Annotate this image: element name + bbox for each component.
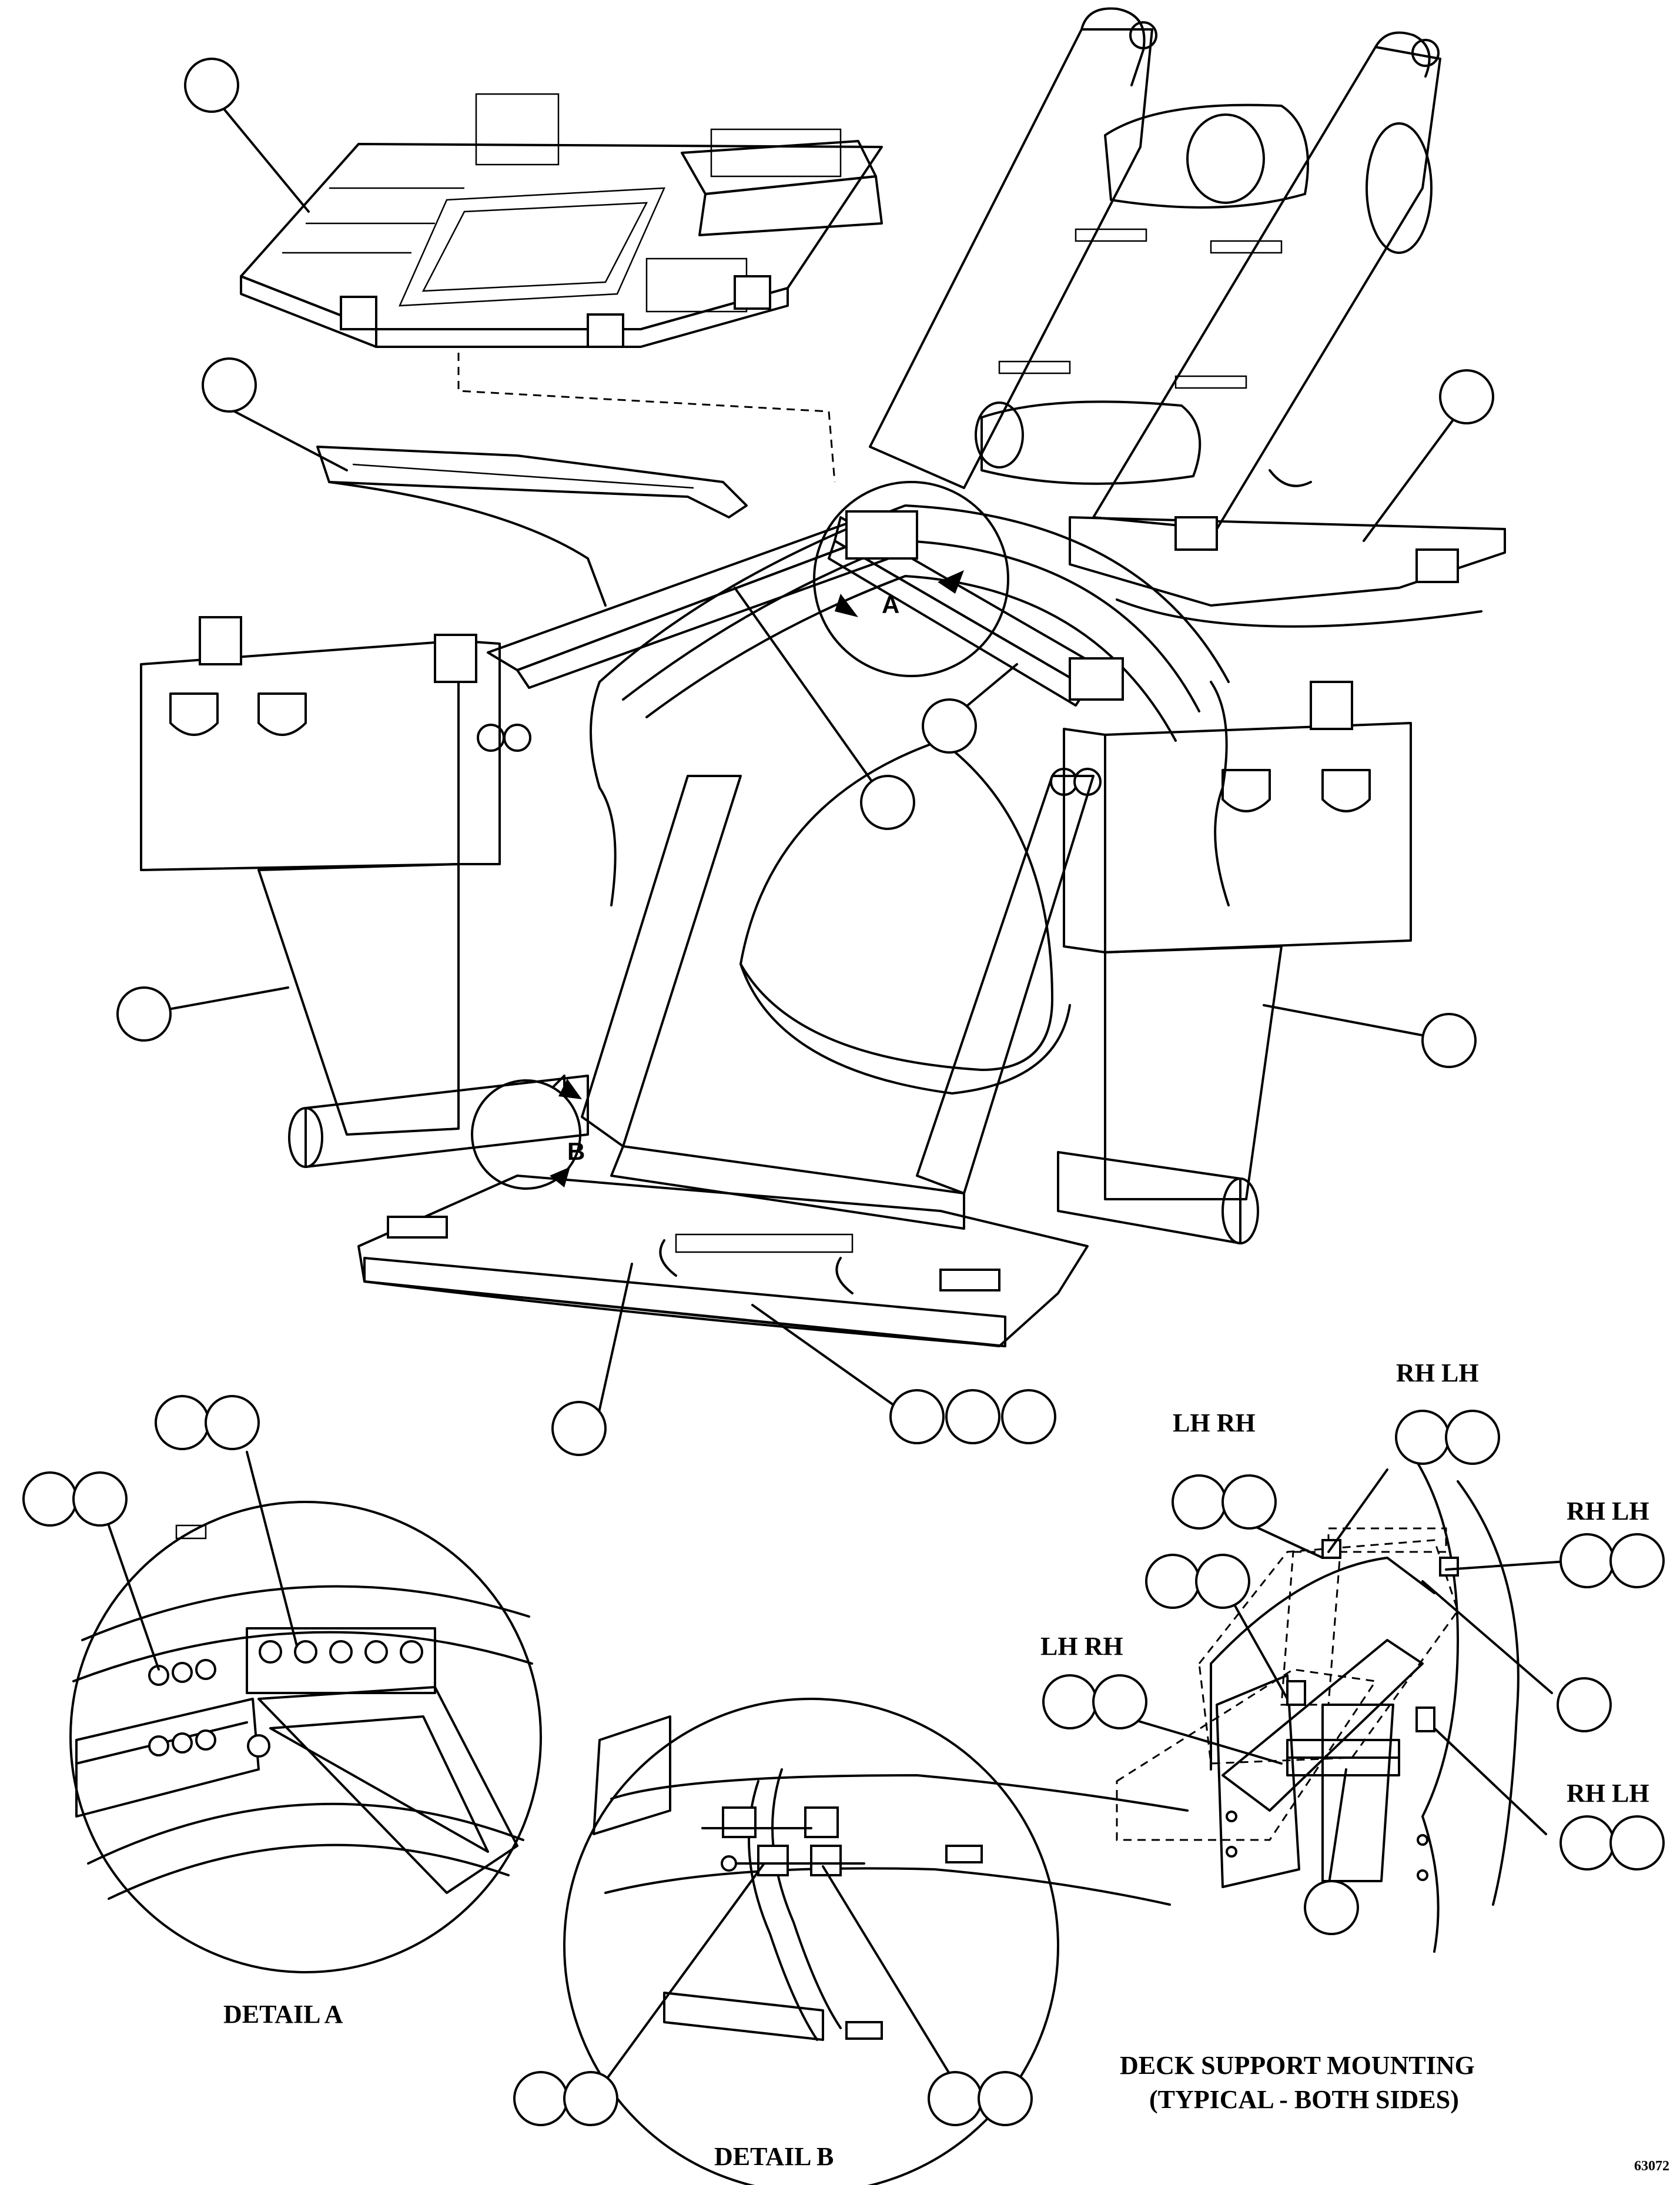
callout-detail-b-1 [513,2071,568,2126]
callout-detail-a-2 [72,1471,128,1527]
callout-deck-9 [1557,1677,1612,1732]
arrow-b2 [550,1167,570,1187]
arrow-a2 [938,570,964,594]
detail-a-marker [813,481,1009,677]
callout-detail-b-4 [978,2071,1033,2126]
detail-a-view [22,1395,542,1973]
deck-plate-leader-dashed [457,353,836,483]
arrow-a1 [835,594,858,617]
callout-left-tower [116,986,172,1042]
detail-b-marker [471,1079,581,1190]
deck-caption-line2: (TYPICAL - BOTH SIDES) [1149,2085,1459,2114]
detail-a-letter: A [882,591,900,618]
arrow-b1 [558,1079,582,1099]
detail-b-caption: DETAIL B [714,2142,834,2171]
leader-lines [158,93,1465,1424]
callout-detail-b-2 [563,2071,618,2126]
callout-bolt-1 [889,1389,945,1444]
callout-bolt-3 [1001,1389,1056,1444]
side-label-top: RH LH [1396,1358,1479,1387]
right-tower [1063,681,1412,1200]
callout-deck-1 [1395,1410,1450,1465]
deck-support-mounting-view [1042,1410,1665,1953]
callout-right-support [1439,369,1494,424]
detail-b-view [513,1698,1189,2185]
callout-detail-a-3 [155,1395,210,1450]
callout-deck-5 [1559,1533,1615,1588]
callout-deck-6 [1609,1533,1665,1588]
lower-frame [288,775,1259,1347]
deck-caption-line1: DECK SUPPORT MOUNTING [1120,2051,1475,2080]
callout-deck-plate [184,58,239,113]
figure-code: 63072 [1634,2159,1669,2174]
callout-frame-ring [860,775,915,830]
deck-support-left [316,446,748,607]
loader-arm-frame [869,7,1441,530]
callout-deck-4 [1221,1474,1277,1530]
detail-b-letter: B [567,1137,585,1165]
callout-detail-a-4 [205,1395,260,1450]
side-label-right-upper: RH LH [1567,1497,1649,1525]
side-label-middle-left: LH RH [1040,1632,1123,1661]
callout-right-tower [1421,1013,1477,1068]
callout-detail-a-1 [22,1471,78,1527]
callout-deck-12 [1559,1815,1615,1871]
side-label-upper-left: LH RH [1173,1408,1256,1437]
main-frame [477,504,1230,1095]
callout-bubbles-main [116,58,1494,1456]
callout-left-support [202,357,257,413]
callout-deck-2 [1445,1410,1500,1465]
callout-bolt-2 [945,1389,1000,1444]
callout-arch-bar [922,698,977,754]
callout-deck-3 [1172,1474,1227,1530]
callout-front-member [551,1401,607,1456]
left-tower [140,616,501,1136]
callout-deck-10 [1042,1674,1097,1729]
callout-deck-8 [1195,1554,1250,1609]
callout-detail-b-3 [928,2071,983,2126]
callout-deck-7 [1145,1554,1200,1609]
detail-a-caption: DETAIL A [223,2000,343,2029]
callout-deck-11 [1092,1674,1147,1729]
deck-plate [240,93,883,348]
side-label-right-lower: RH LH [1567,1779,1649,1808]
callout-deck-14 [1304,1880,1359,1935]
cross-member-right [1069,516,1506,628]
callout-deck-13 [1609,1815,1665,1871]
